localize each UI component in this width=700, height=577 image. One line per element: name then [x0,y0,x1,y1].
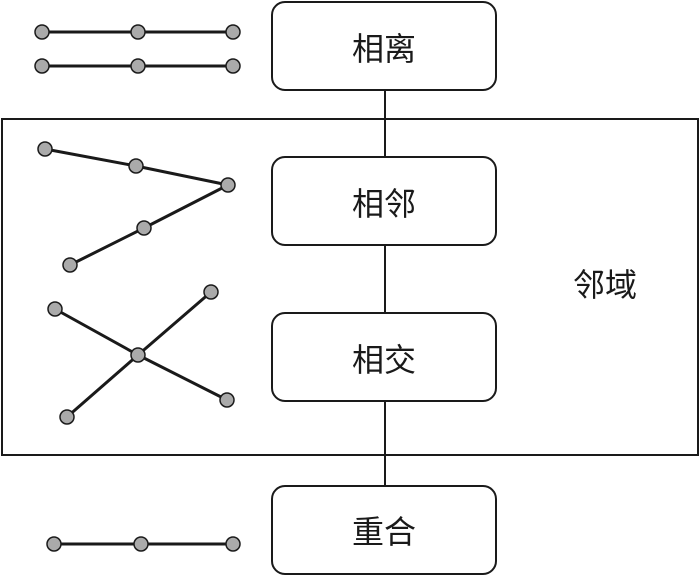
illustration-overlap [46,536,241,552]
box-intersect: 相交 [271,312,497,402]
vertex-node [46,536,62,552]
vertex-node [47,301,63,317]
vertex-node [62,257,78,273]
illustration-disjoint [34,24,241,74]
box-disjoint-label: 相离 [352,30,416,68]
vertex-node [133,536,149,552]
vertex-node [225,24,241,40]
vertex-node [219,392,235,408]
box-adjacent: 相邻 [271,156,497,246]
box-overlap: 重合 [271,485,497,575]
neighborhood-label: 邻域 [573,266,637,304]
vertex-node [34,58,50,74]
vertex-node [225,58,241,74]
vertex-node [225,536,241,552]
illustration-intersect [47,284,235,425]
vertex-node [59,409,75,425]
box-intersect-label: 相交 [352,341,416,379]
illustration-adjacent [37,141,236,273]
vertex-node [130,58,146,74]
box-disjoint: 相离 [271,1,497,91]
vertex-node [130,24,146,40]
vertex-node [220,177,236,193]
vertex-node [37,141,53,157]
vertex-node [34,24,50,40]
vertex-node [130,347,146,363]
box-overlap-label: 重合 [352,513,416,551]
neighborhood-region [1,118,699,456]
box-adjacent-label: 相邻 [352,185,416,223]
vertex-node [203,284,219,300]
vertex-node [136,220,152,236]
vertex-node [128,158,144,174]
